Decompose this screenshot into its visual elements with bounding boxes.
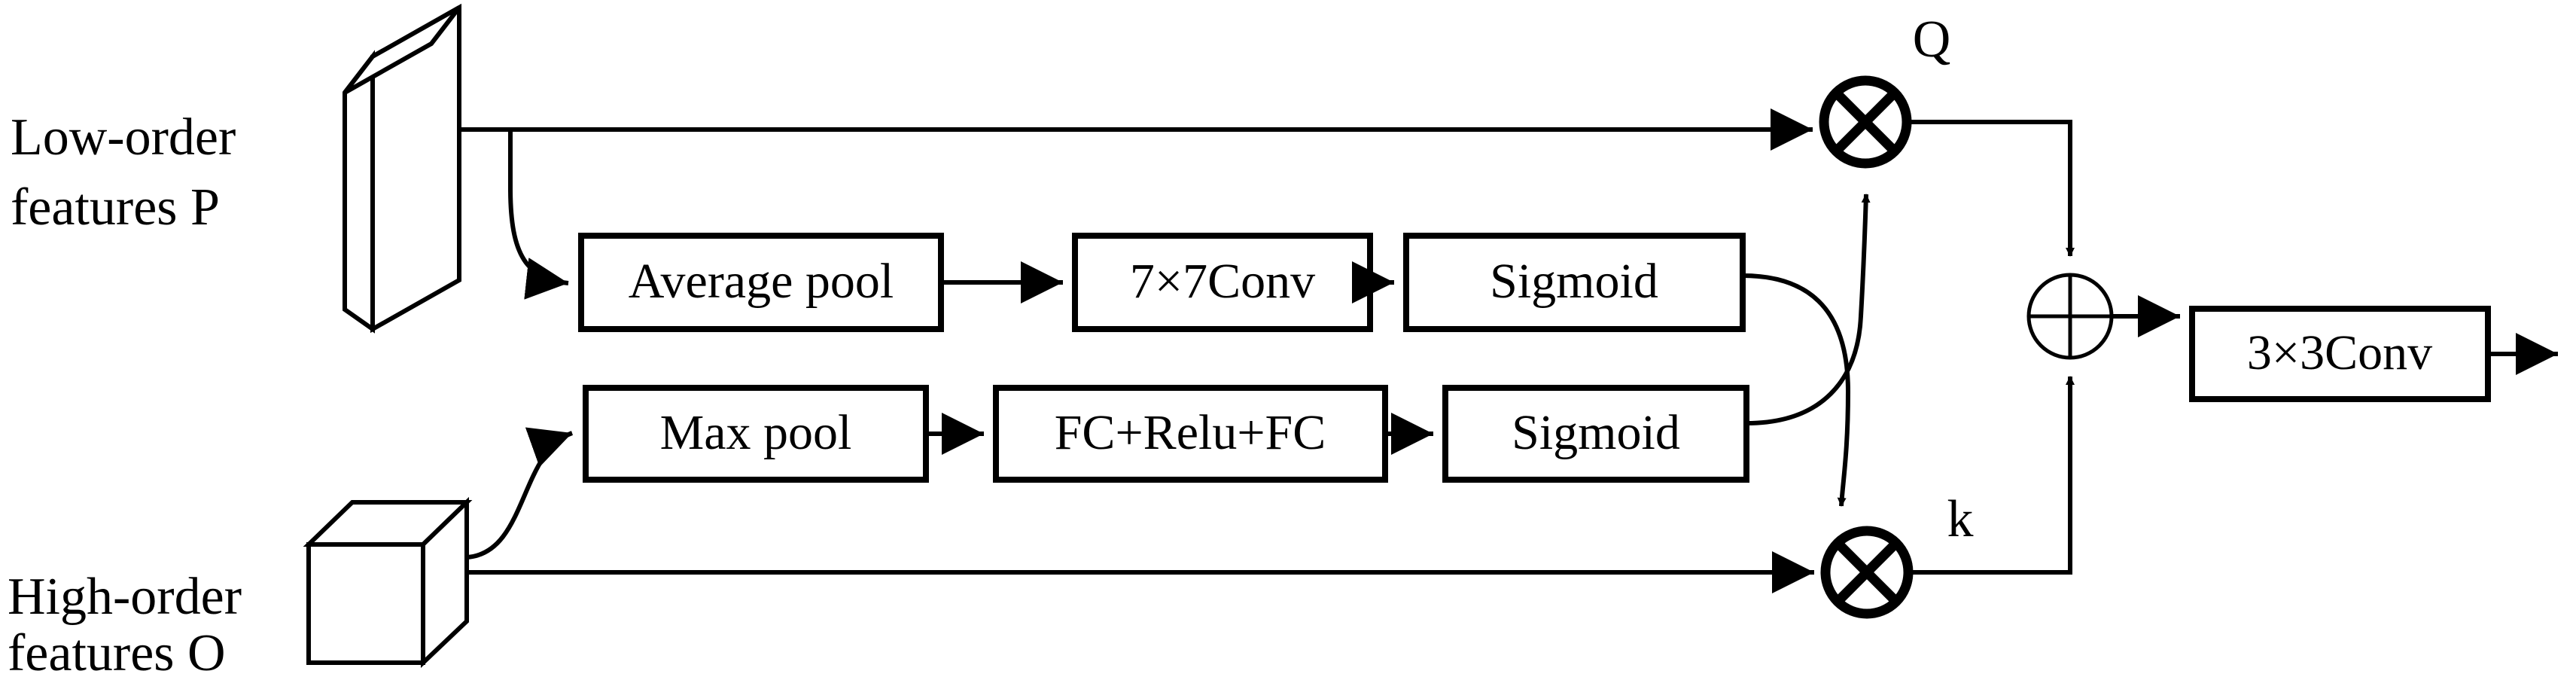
slab-top-face [343, 5, 461, 95]
operator-multiply-bottom[interactable] [1820, 526, 1914, 619]
low-order-feature-slab [343, 3, 461, 334]
block-conv3-label: 3×3Conv [2247, 325, 2432, 380]
block-conv7-label: 7×7Conv [1130, 254, 1315, 309]
cube-front-face [306, 542, 425, 665]
annotation-q-label: Q [1913, 11, 1951, 69]
block-fc-relu-fc-label: FC+Relu+FC [1055, 405, 1326, 460]
block-conv3[interactable]: 3×3Conv [2189, 306, 2491, 402]
operator-multiply-top[interactable] [1819, 75, 1912, 169]
edge-multiply-bottom-to-add [1908, 376, 2075, 575]
label-low-order-features: Low-order features P [11, 108, 236, 236]
edge-low-order-to-average-pool [508, 130, 569, 300]
multiply-top-cross-b [1832, 89, 1899, 155]
block-sigmoid-top-rect[interactable] [1403, 233, 1746, 332]
block-fc-relu-fc-rect[interactable] [993, 385, 1388, 483]
annotation-k-label: k [1947, 490, 1974, 548]
block-conv7[interactable]: 7×7Conv [1072, 233, 1373, 332]
operator-add[interactable] [2026, 273, 2114, 360]
label-high-order-line1: High-order [8, 568, 242, 626]
edge-multiply-top-to-add [1907, 120, 2075, 257]
block-max-pool[interactable]: Max pool [583, 385, 929, 483]
block-sigmoid-bottom[interactable]: Sigmoid [1442, 385, 1749, 483]
block-fc-relu-fc[interactable]: FC+Relu+FC [993, 385, 1388, 483]
edge-high-order-to-max-pool [466, 427, 574, 560]
label-low-order-line1: Low-order [11, 108, 236, 166]
high-order-feature-cube [303, 496, 473, 668]
block-sigmoid-bottom-label: Sigmoid [1512, 405, 1680, 460]
block-conv3-rect[interactable] [2189, 306, 2491, 402]
edge-sigmoid-bottom-to-multiply-top [1746, 194, 1871, 425]
edge-sigmoid-top-to-multiply-bottom [1742, 273, 1851, 507]
label-high-order-features: High-order features O [8, 568, 242, 677]
cube-right-face [421, 496, 469, 668]
block-average-pool-rect[interactable] [578, 233, 944, 332]
block-sigmoid-top[interactable]: Sigmoid [1403, 233, 1746, 332]
block-sigmoid-bottom-rect[interactable] [1442, 385, 1749, 483]
label-high-order-line2: features O [8, 624, 226, 677]
block-sigmoid-top-label: Sigmoid [1490, 254, 1658, 309]
block-average-pool[interactable]: Average pool [578, 233, 944, 332]
block-average-pool-label: Average pool [629, 254, 894, 309]
block-conv7-rect[interactable] [1072, 233, 1373, 332]
slab-side-face [343, 50, 375, 334]
label-low-order-line2: features P [11, 178, 220, 236]
multiply-bottom-cross-b [1834, 539, 1900, 605]
block-max-pool-label: Max pool [660, 405, 852, 460]
